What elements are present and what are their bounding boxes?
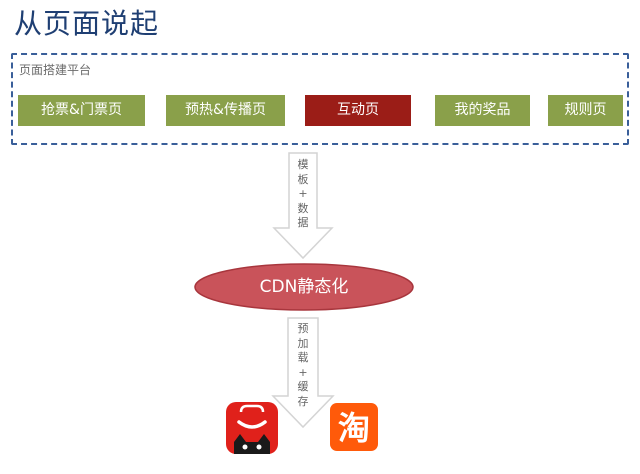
arrow2-char: 加 bbox=[297, 336, 309, 350]
rules-page-button[interactable]: 规则页 bbox=[548, 95, 623, 126]
arrow2-char: + bbox=[298, 365, 308, 379]
arrow2-char: 预 bbox=[297, 322, 309, 335]
tmall-bag-icon[interactable] bbox=[226, 402, 278, 454]
page-title: 从页面说起 bbox=[14, 7, 160, 40]
arrow2-label: 预 加 载 + 缓 存 bbox=[296, 322, 310, 409]
arrow1-char: 数 bbox=[297, 201, 309, 215]
arrow2-char: 缓 bbox=[297, 380, 309, 393]
interactive-page-button[interactable]: 互动页 bbox=[305, 95, 411, 126]
arrow1-char: 板 bbox=[297, 172, 309, 186]
my-prizes-button[interactable]: 我的奖品 bbox=[435, 95, 530, 126]
arrow1-char: 据 bbox=[297, 216, 309, 229]
arrow1-char: 模 bbox=[297, 158, 309, 171]
arrow2-char: 存 bbox=[297, 394, 309, 408]
arrow1-label: 模 板 + 数 据 bbox=[296, 158, 310, 231]
page-builder-platform: 页面搭建平台 抢票&门票页 预热&传播页 互动页 我的奖品 规则页 bbox=[11, 53, 629, 145]
cdn-label: CDN静态化 bbox=[259, 277, 349, 297]
ticket-page-button[interactable]: 抢票&门票页 bbox=[18, 95, 145, 126]
preheat-page-button[interactable]: 预热&传播页 bbox=[166, 95, 285, 126]
arrow1-char: + bbox=[298, 187, 308, 200]
taobao-glyph: 淘 bbox=[338, 409, 370, 447]
arrow-down-1 bbox=[272, 152, 334, 260]
platform-label: 页面搭建平台 bbox=[19, 63, 92, 77]
arrow2-char: 载 bbox=[297, 351, 309, 364]
taobao-icon[interactable]: 淘 bbox=[330, 403, 378, 451]
cdn-ellipse bbox=[194, 263, 414, 311]
arrow-down-2 bbox=[271, 317, 335, 429]
